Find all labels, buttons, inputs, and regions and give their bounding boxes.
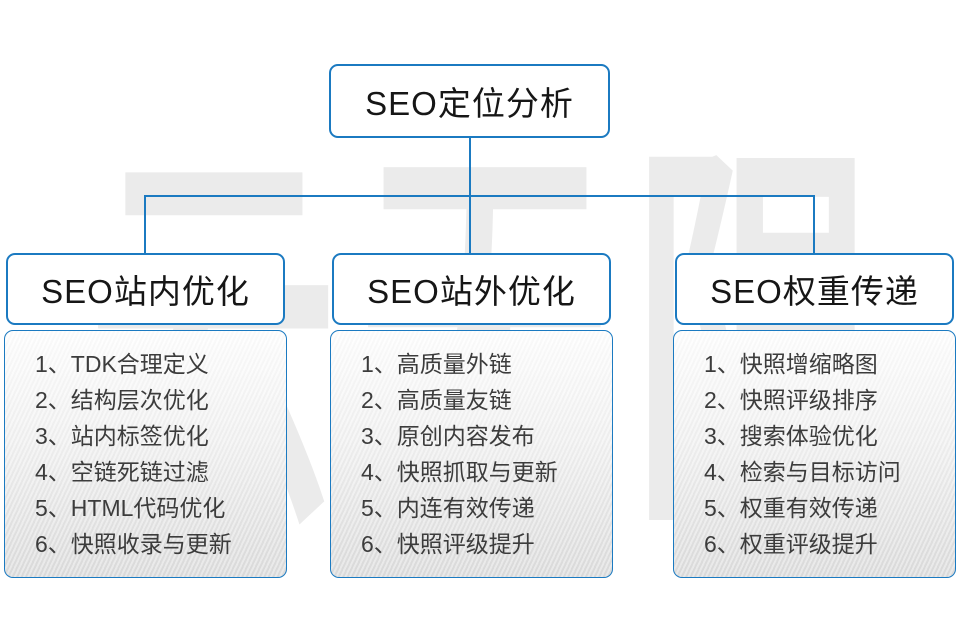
list-item: 1、快照增缩略图: [704, 351, 878, 377]
column-onsite: SEO站内优化 1、TDK合理定义 2、结构层次优化 3、站内标签优化 4、空链…: [4, 253, 287, 578]
list-item: 5、内连有效传递: [361, 495, 535, 521]
list-item: 3、搜索体验优化: [704, 423, 878, 449]
root-node: SEO定位分析: [329, 64, 610, 138]
list-item: 1、TDK合理定义: [35, 351, 209, 377]
column-offsite-header: SEO站外优化: [332, 253, 611, 325]
connector-drop-left: [144, 195, 146, 255]
connector-drop-middle: [469, 195, 471, 255]
list-item: 5、权重有效传递: [704, 495, 878, 521]
connector-root-vertical: [469, 137, 471, 197]
list-item: 1、高质量外链: [361, 351, 512, 377]
column-onsite-header: SEO站内优化: [6, 253, 285, 325]
list-item: 2、结构层次优化: [35, 387, 209, 413]
list-item: 6、快照收录与更新: [35, 531, 232, 557]
list-item: 5、HTML代码优化: [35, 495, 226, 521]
list-item: 4、快照抓取与更新: [361, 459, 558, 485]
column-weight: SEO权重传递 1、快照增缩略图 2、快照评级排序 3、搜索体验优化 4、检索与…: [673, 253, 956, 578]
list-item: 4、检索与目标访问: [704, 459, 901, 485]
list-item: 3、站内标签优化: [35, 423, 209, 449]
connector-horizontal-span: [144, 195, 815, 197]
connector-drop-right: [813, 195, 815, 255]
column-onsite-title: SEO站内优化: [41, 273, 250, 310]
list-item: 2、高质量友链: [361, 387, 512, 413]
column-onsite-list: 1、TDK合理定义 2、结构层次优化 3、站内标签优化 4、空链死链过滤 5、H…: [5, 331, 286, 562]
column-offsite-list: 1、高质量外链 2、高质量友链 3、原创内容发布 4、快照抓取与更新 5、内连有…: [331, 331, 612, 562]
column-onsite-body: 1、TDK合理定义 2、结构层次优化 3、站内标签优化 4、空链死链过滤 5、H…: [4, 330, 287, 578]
root-node-label: SEO定位分析: [365, 85, 574, 122]
list-item: 2、快照评级排序: [704, 387, 878, 413]
list-item: 3、原创内容发布: [361, 423, 535, 449]
list-item: 4、空链死链过滤: [35, 459, 209, 485]
column-weight-list: 1、快照增缩略图 2、快照评级排序 3、搜索体验优化 4、检索与目标访问 5、权…: [674, 331, 955, 562]
column-weight-header: SEO权重传递: [675, 253, 954, 325]
column-offsite: SEO站外优化 1、高质量外链 2、高质量友链 3、原创内容发布 4、快照抓取与…: [330, 253, 613, 578]
column-weight-body: 1、快照增缩略图 2、快照评级排序 3、搜索体验优化 4、检索与目标访问 5、权…: [673, 330, 956, 578]
list-item: 6、权重评级提升: [704, 531, 878, 557]
column-weight-title: SEO权重传递: [710, 273, 919, 310]
list-item: 6、快照评级提升: [361, 531, 535, 557]
column-offsite-body: 1、高质量外链 2、高质量友链 3、原创内容发布 4、快照抓取与更新 5、内连有…: [330, 330, 613, 578]
column-offsite-title: SEO站外优化: [367, 273, 576, 310]
